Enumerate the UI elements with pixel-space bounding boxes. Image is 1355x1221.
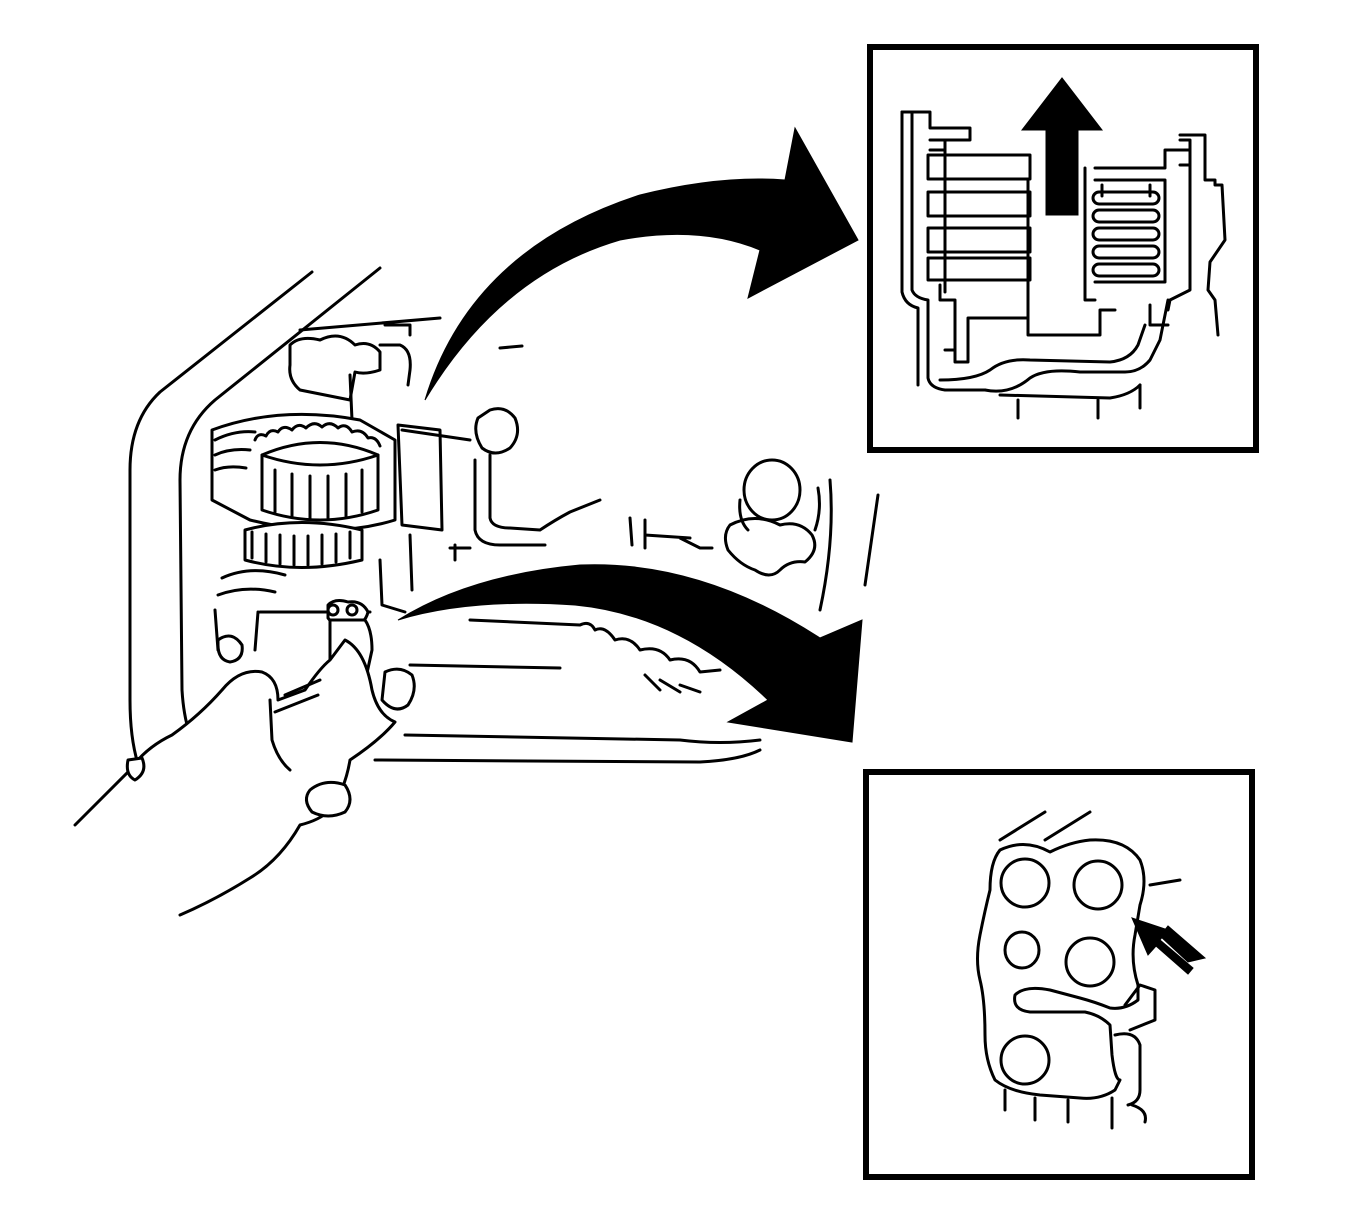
housing-top-tab	[900, 110, 972, 142]
passage-hole-4	[1064, 936, 1116, 988]
fluid-passage-plate-detail	[863, 769, 1255, 1180]
plug-outline	[738, 486, 821, 532]
pan-ridge	[468, 618, 722, 674]
housing-wall-inner	[910, 110, 987, 392]
plug-cap	[742, 458, 802, 522]
case-right-notch	[1148, 303, 1170, 327]
nozzle-port-left	[326, 603, 340, 617]
plate-hub	[928, 138, 947, 294]
passage-hole-2	[1072, 859, 1124, 911]
up-arrow-icon	[1020, 77, 1104, 216]
knob-upper	[474, 407, 520, 455]
plate-side-bracket	[1113, 1032, 1142, 1107]
piston-lower-curve	[983, 298, 1170, 393]
passage-channel-lower	[473, 458, 547, 547]
plate-side-tab	[1123, 983, 1157, 1032]
lower-curved-arrow	[397, 564, 863, 743]
mid-bracket	[628, 516, 714, 550]
housing-top-line	[298, 316, 442, 332]
spring-coil-1	[1091, 190, 1161, 206]
hand-outline	[73, 638, 397, 917]
spring-coil-4	[1091, 244, 1161, 260]
plug-base	[723, 517, 817, 577]
plate-legs	[1003, 1088, 1147, 1130]
clutch-plate-4	[926, 256, 1032, 282]
passage-hole-3	[1003, 930, 1041, 970]
block-top-edge	[400, 428, 472, 442]
fingertip	[305, 780, 352, 818]
plate-edge-mark	[1148, 878, 1182, 887]
upper-casting-boss	[288, 334, 382, 402]
case-right-edge	[818, 478, 833, 612]
upper-rib	[378, 343, 412, 387]
clutch-plate-2	[926, 190, 1032, 218]
passage-hole-1	[999, 857, 1051, 909]
housing-bottom	[998, 383, 1142, 400]
gear-assembly	[210, 412, 397, 597]
spring-guide	[1100, 183, 1152, 198]
sun-gear-rim	[260, 453, 380, 467]
piston-center	[1026, 178, 1117, 337]
thumb-knuckle	[380, 667, 416, 711]
passage-hole-5	[999, 1034, 1051, 1086]
hose-line-1	[283, 678, 322, 697]
small-fitting	[448, 543, 472, 562]
small-mark	[498, 344, 524, 350]
piston-inner-curve	[938, 323, 1147, 382]
callout-arrow-lower	[397, 564, 863, 743]
clutch-piston-detail	[867, 44, 1259, 453]
clutch-plate-3	[926, 226, 1032, 254]
case-right-inner	[1166, 138, 1192, 312]
lower-center-ribs	[378, 533, 414, 614]
lower-gear-body	[243, 521, 364, 569]
housing-hatch	[213, 430, 257, 472]
spring-coil-5	[1091, 262, 1161, 278]
case-far-right-edge	[863, 493, 880, 587]
wrist-bump	[125, 756, 146, 782]
gear-base-lines	[216, 569, 287, 597]
ring-gear-teeth-top	[253, 422, 382, 448]
spring-coil-2	[1091, 208, 1161, 224]
sun-gear-teeth	[273, 468, 364, 520]
piston-left	[938, 283, 1030, 364]
center-block	[396, 423, 444, 532]
passage-channel	[488, 453, 602, 532]
spring-cage	[1093, 178, 1167, 284]
nozzle-port-right	[345, 603, 359, 617]
housing-wall-outer	[900, 110, 920, 387]
callout-arrow-upper	[424, 126, 859, 401]
case-right-wall	[1178, 133, 1227, 337]
upper-tab	[383, 323, 412, 337]
hand-with-air-gun	[73, 618, 416, 917]
finger-crease-1	[268, 698, 292, 772]
diagonal-arrow-shaft	[1159, 925, 1207, 963]
transmission-case-view	[128, 266, 880, 792]
spring-retainer-left	[1083, 166, 1097, 302]
pan-line-1	[408, 663, 562, 670]
lower-gear-teeth	[250, 530, 352, 567]
diagonal-arrow-icon	[1131, 917, 1194, 975]
spring-coil-3	[1091, 226, 1161, 242]
hose-line-2	[273, 693, 320, 714]
clutch-plate-1	[926, 153, 1032, 181]
housing-legs	[1016, 383, 1142, 420]
pan-marks	[643, 673, 702, 694]
pan-bottom-edge	[373, 748, 762, 764]
upper-curved-arrow	[424, 126, 859, 401]
spring-retainer-top	[1093, 148, 1192, 170]
return-springs	[1091, 190, 1161, 278]
plate-top-lines	[998, 810, 1092, 842]
pan-line-2	[403, 733, 762, 744]
drain-boss	[216, 634, 244, 664]
